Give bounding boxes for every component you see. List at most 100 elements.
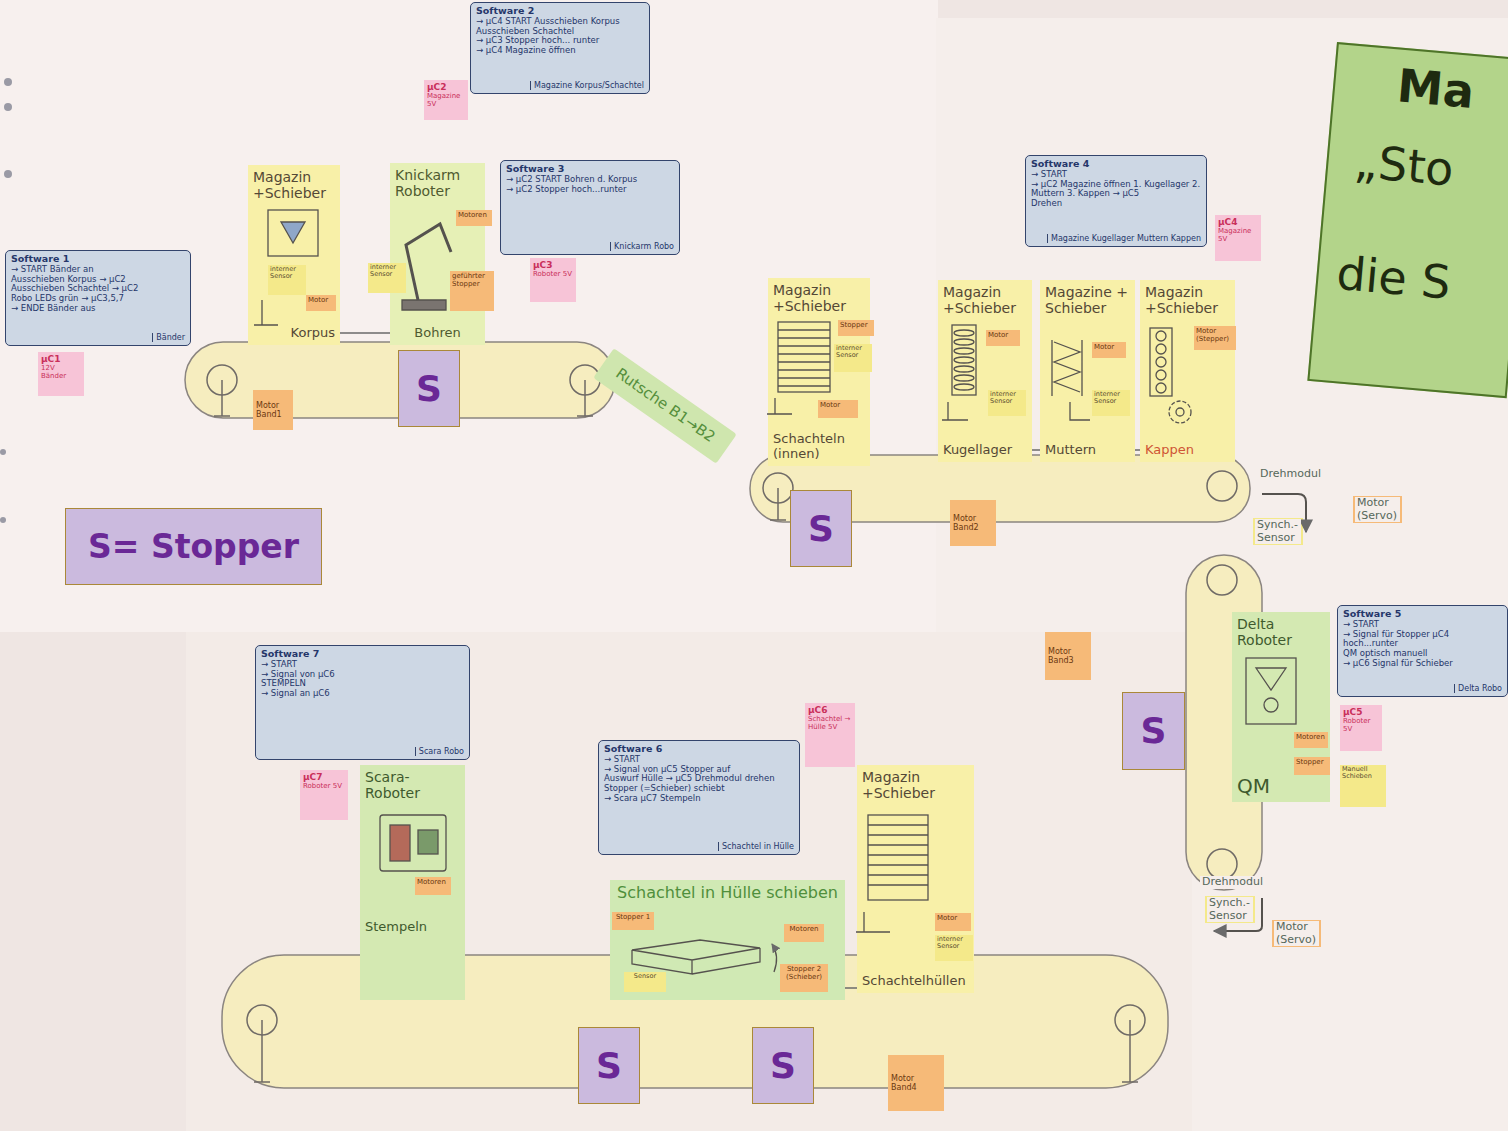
actuator-note: Motor: [818, 400, 858, 418]
node-text: Roboter 5V: [303, 782, 345, 790]
node-text: Magazin +Schieber: [943, 284, 1027, 316]
microcontroller-note: µC2Magazine 5V: [424, 80, 468, 120]
actuator-note: Stopper 1: [612, 912, 654, 930]
node-text: Stopper: [840, 321, 872, 329]
node-text: Magazine 5V: [427, 92, 465, 108]
node-text: Schachteln (innen): [773, 432, 865, 462]
node-text: µC6: [808, 705, 852, 715]
node-text: µC3: [533, 260, 573, 270]
node-text: QM optisch manuell: [1343, 649, 1502, 659]
sensor-note: interner Sensor: [368, 263, 406, 293]
station-box: Motor (Stepper)Magazin +SchieberKappen: [1140, 280, 1235, 462]
station-box: Motorinterner SensorMagazin +SchieberKug…: [938, 280, 1032, 462]
node-text: die S: [1335, 247, 1508, 315]
node-text: Motor: [937, 914, 969, 922]
node-text: Schachtel in Hülle schieben: [615, 884, 840, 902]
node-text: Motor: [988, 331, 1018, 339]
node-text: Knickarm Roboter: [395, 167, 480, 199]
robot-station-box: Motoreninterner Sensorgeführter StopperK…: [390, 163, 485, 345]
node-text: Software 7: [261, 649, 464, 660]
node-text: Delta Roboter: [1237, 616, 1325, 648]
microcontroller-note: µC7Roboter 5V: [300, 770, 348, 820]
node-text: → µC2 Stopper hoch...runter: [506, 185, 674, 195]
node-text: → Signal von µC5 Stopper auf: [604, 765, 794, 775]
node-text: interner Sensor: [836, 345, 870, 360]
node-text: Motor (Servo): [1274, 921, 1319, 946]
node-text: Magazine Korpus/Schachtel: [530, 81, 644, 90]
pin-hole: [4, 78, 12, 86]
station-box: Stopper 1MotorenSensorStopper 2 (Schiebe…: [610, 880, 845, 1000]
node-text: Scara Robo: [415, 747, 464, 756]
node-text: → µC4 Magazine öffnen: [476, 46, 644, 56]
node-text: Roboter 5V: [533, 270, 573, 278]
node-text: Magazine Kugellager Muttern Kappen: [1047, 234, 1201, 243]
node-text: S= Stopper: [88, 528, 299, 566]
pulley: [1207, 565, 1237, 595]
node-text: Sensor: [626, 973, 664, 980]
node-text: → Signal für Stopper µC4 hoch...runter: [1343, 630, 1502, 650]
pin-hole: [0, 517, 6, 523]
node-text: Kappen: [1145, 443, 1230, 458]
node-text: → µC2 START Bohren d. Korpus: [506, 175, 674, 185]
node-text: Software 5: [1343, 609, 1502, 620]
pin-hole: [0, 449, 6, 455]
microcontroller-note: µC6Schachtel → Hülle 5V: [805, 703, 855, 767]
node-text: 12V Bänder: [41, 364, 81, 380]
station-box: Motorinterner SensorMagazine + SchieberM…: [1040, 280, 1135, 462]
node-text: Motor (Stepper): [1196, 327, 1234, 343]
node-text: Manuell Schieben: [1342, 766, 1384, 781]
actuator-note: Motor (Servo): [1272, 920, 1321, 947]
node-text: Drehen: [1031, 199, 1201, 209]
node-text: Ausschieben Korpus → µC2: [11, 275, 185, 285]
actuator-note: Motor: [986, 330, 1020, 346]
sensor-note: interner Sensor: [834, 344, 872, 372]
node-text: µC4: [1218, 217, 1258, 227]
node-text: Schachtel → Hülle 5V: [808, 715, 852, 731]
node-text: S: [808, 508, 834, 549]
node-text: interner Sensor: [990, 391, 1024, 406]
node-text: Muttern: [1045, 443, 1130, 458]
actuator-note: Motor: [935, 913, 971, 931]
software-box: Software 6→ START→ Signal von µC5 Stoppe…: [598, 740, 800, 855]
actuator-note: Motor (Stepper): [1194, 326, 1236, 350]
turn-module: Synch.-SensorMotor (Servo)Drehmodul: [1200, 876, 1320, 946]
node-text: Stempeln: [365, 920, 460, 935]
node-text: Knickarm Robo: [610, 242, 674, 251]
node-text: Software 6: [604, 744, 794, 755]
node-text: Motor: [820, 401, 856, 409]
robot-station-box: MotorenStopperDelta RoboterQM: [1232, 612, 1330, 802]
node-text: Bohren: [395, 326, 480, 341]
motor-note: Motor Band1: [253, 390, 293, 430]
connector-line: [845, 987, 857, 989]
node-text: µC1: [41, 354, 81, 364]
actuator-note: Motor: [306, 295, 336, 311]
microcontroller-note: µC4Magazine 5V: [1215, 215, 1261, 261]
paper-sheet: [0, 0, 938, 632]
node-text: Bänder: [152, 333, 185, 342]
node-text: Stopper: [1296, 758, 1328, 766]
node-text: S: [416, 368, 442, 409]
node-text: Rutsche B1→B2: [612, 365, 718, 446]
software-box: Software 7→ START→ Signal von µC6STEMPEL…: [255, 645, 470, 760]
node-text: S: [770, 1045, 796, 1086]
node-text: Software 1: [11, 254, 185, 265]
node-text: → µC3 Stopper hoch... runter: [476, 36, 644, 46]
pin-hole: [4, 170, 12, 178]
node-text: interner Sensor: [937, 936, 971, 951]
node-text: Magazine + Schieber: [1045, 284, 1130, 316]
node-text: STEMPELN: [261, 679, 464, 689]
sensor-note: Manuell Schieben: [1340, 765, 1386, 807]
actuator-note: geführter Stopper: [450, 271, 494, 311]
node-text: → START: [261, 660, 464, 670]
node-text: Schachtel in Hülle: [718, 842, 794, 851]
node-text: Synch.-Sensor: [1207, 897, 1253, 922]
node-text: Motoren: [1296, 733, 1326, 741]
node-text: Roboter 5V: [1343, 717, 1379, 733]
stopper-marker: S: [790, 490, 852, 567]
node-text: Robo LEDs grün → µC3,5,7: [11, 294, 185, 304]
node-text: Software 3: [506, 164, 674, 175]
node-text: Magazin +Schieber: [773, 282, 865, 314]
station-box: Motorinterner SensorMagazin +SchieberSch…: [857, 765, 974, 993]
actuator-note: Motoren: [1294, 732, 1328, 748]
